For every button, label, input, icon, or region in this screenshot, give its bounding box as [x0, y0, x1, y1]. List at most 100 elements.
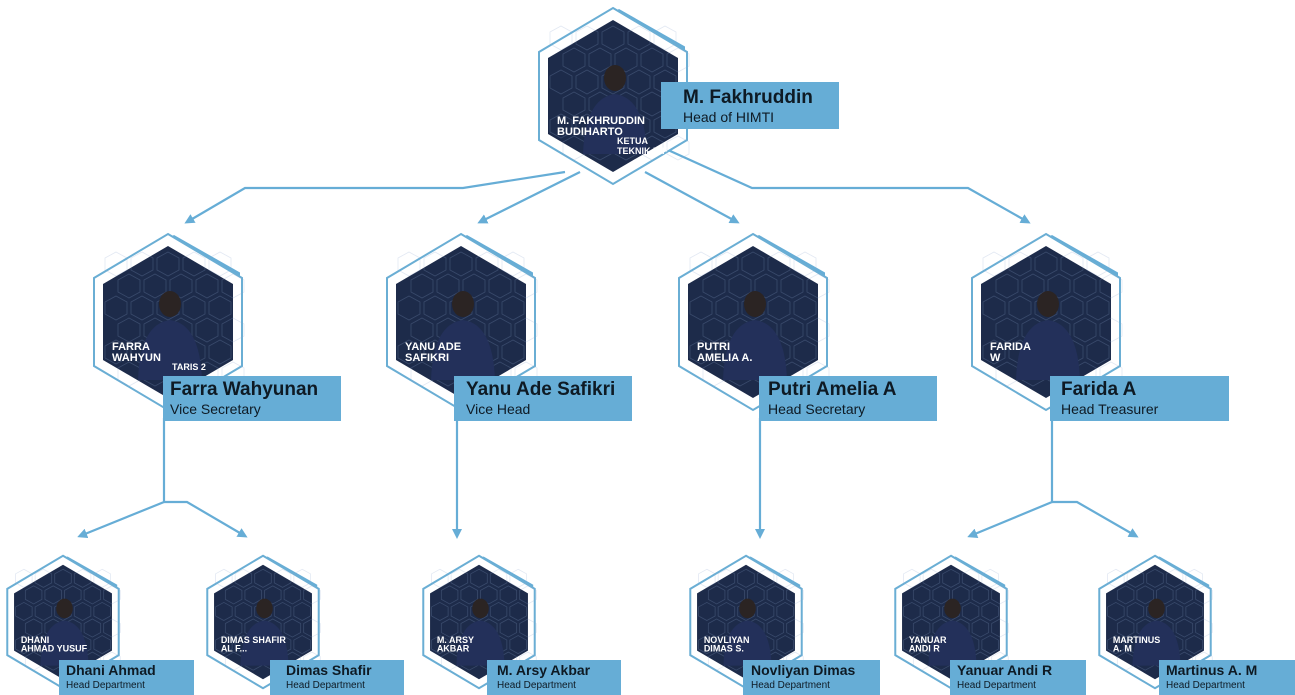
honeycomb-cell	[922, 568, 941, 588]
honeycomb-cell	[509, 601, 527, 621]
honeycomb-cell	[698, 635, 716, 655]
connector-arrow	[967, 418, 1054, 538]
honeycomb-cell	[767, 295, 791, 321]
honeycomb-cell	[283, 618, 302, 638]
honeycomb-cell	[410, 273, 434, 299]
honeycomb-cell	[234, 568, 253, 588]
honeycomb-cell	[303, 618, 321, 638]
honeycomb-cell	[499, 618, 518, 638]
honeycomb-cell	[93, 635, 111, 655]
honeycomb-cell	[15, 635, 33, 655]
honeycomb-cell	[475, 295, 499, 321]
honeycomb-cell	[509, 568, 527, 588]
person-head	[739, 598, 756, 619]
honeycomb-cell	[776, 635, 794, 655]
person-head	[256, 598, 273, 619]
node-role: Head Department	[497, 680, 576, 691]
node-name: M. Fakhruddin	[683, 87, 813, 108]
honeycomb-cell	[707, 585, 726, 605]
honeycomb-cell	[971, 618, 990, 638]
honeycomb-cell	[698, 601, 716, 621]
photo-caption-text: A. M	[1113, 643, 1132, 653]
connector-arrow	[644, 171, 740, 224]
honeycomb-cell	[747, 585, 765, 605]
honeycomb-cell	[702, 273, 726, 299]
photo-caption-text: W	[990, 352, 1001, 364]
honeycomb-cell	[499, 585, 518, 605]
honeycomb-cell	[221, 273, 245, 299]
honeycomb-cell	[1060, 295, 1084, 321]
honeycomb-cell	[489, 568, 508, 588]
person-head	[744, 291, 766, 317]
node-name: Martinus A. M	[1166, 662, 1258, 678]
honeycomb-cell	[169, 273, 193, 299]
photo-caption-text: DIMAS S.	[704, 643, 744, 653]
honeycomb-cell	[981, 635, 999, 655]
honeycomb-cell	[501, 251, 525, 277]
honeycomb-cell	[431, 568, 449, 588]
honeycomb-cell	[1086, 251, 1110, 277]
honeycomb-cell	[117, 317, 141, 343]
person-body	[431, 320, 495, 380]
honeycomb-cell	[982, 251, 1006, 277]
node-name: M. Arsy Akbar	[497, 662, 591, 678]
honeycomb-cell	[912, 585, 931, 605]
honeycomb-cell	[640, 47, 664, 73]
honeycomb-cell	[509, 635, 527, 655]
honeycomb-cell	[741, 251, 765, 277]
honeycomb-cell	[224, 618, 243, 638]
honeycomb-cell	[666, 47, 690, 73]
honeycomb-cell	[462, 273, 486, 299]
honeycomb-cell	[215, 635, 233, 655]
honeycomb-cell	[793, 339, 817, 365]
photo-caption-text: FARIDA	[990, 341, 1031, 353]
honeycomb-cell	[244, 585, 262, 605]
honeycomb-cell	[1086, 295, 1110, 321]
honeycomb-cell	[117, 273, 141, 299]
honeycomb-cell	[1060, 251, 1084, 277]
honeycomb-cell	[93, 568, 111, 588]
honeycomb-cell	[273, 601, 292, 621]
honeycomb-cell	[1099, 273, 1123, 299]
honeycomb-cell	[93, 601, 111, 621]
node-label: Farra Wahyunan Vice Secretary	[163, 376, 341, 421]
honeycomb-cell	[786, 618, 804, 638]
honeycomb-cell	[54, 568, 72, 588]
person-body	[723, 320, 787, 380]
honeycomb-cell	[1175, 618, 1194, 638]
honeycomb-cell	[273, 568, 292, 588]
person-body	[456, 620, 505, 666]
honeycomb-cell	[756, 568, 775, 588]
person-head	[944, 598, 961, 619]
honeycomb-cell	[215, 568, 233, 588]
person-head	[452, 291, 474, 317]
honeycomb-cell	[234, 601, 253, 621]
honeycomb-cell	[776, 568, 794, 588]
honeycomb-cell	[44, 585, 62, 605]
photo-caption-text: MARTINUS	[1113, 635, 1161, 645]
honeycomb-cell	[34, 601, 53, 621]
honeycomb-cell	[182, 251, 206, 277]
honeycomb-cell	[549, 69, 573, 95]
honeycomb-cell	[766, 585, 785, 605]
honeycomb-cell	[501, 295, 525, 321]
honeycomb-cell	[961, 568, 980, 588]
photo-caption-text: AMELIA A.	[697, 352, 752, 364]
honeycomb-cell	[431, 601, 449, 621]
honeycomb-cell	[423, 295, 447, 321]
honeycomb-cell	[614, 47, 638, 73]
node-label: Dimas Shafir Head Department	[270, 660, 404, 695]
honeycomb-cell	[912, 618, 931, 638]
honeycomb-cell	[519, 618, 537, 638]
honeycomb-cell	[715, 295, 739, 321]
honeycomb-cell	[208, 339, 232, 365]
honeycomb-cell	[450, 568, 469, 588]
